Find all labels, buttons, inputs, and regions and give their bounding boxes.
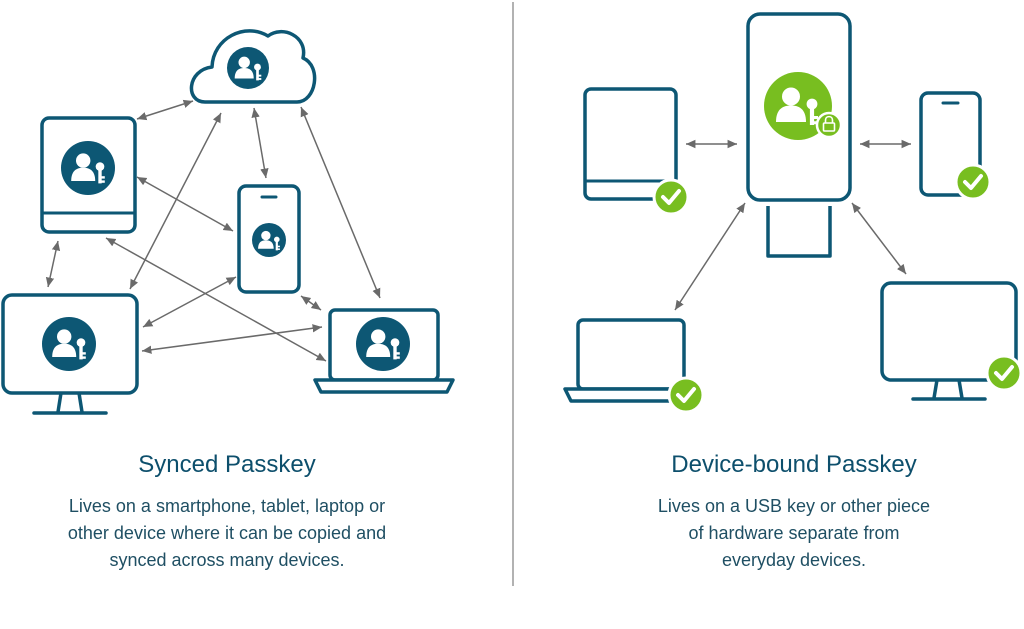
- checkmark-icon: [667, 376, 705, 414]
- description-line: other device where it can be copied and: [67, 523, 387, 543]
- arrow-cloud-phone: [251, 107, 269, 179]
- description-line: Lives on a smartphone, tablet, laptop or: [68, 496, 386, 516]
- synced-passkey-title: Synced Passkey: [138, 451, 316, 478]
- device-bound-passkey-title: Device-bound Passkey: [671, 451, 917, 478]
- synced-arrows: [45, 99, 381, 362]
- arrow-tablet-cloud: [136, 99, 194, 121]
- device-bound-passkey-description: Lives on a USB key or other piece of har…: [574, 493, 1014, 574]
- checkmark-icon: [985, 354, 1023, 392]
- tablet-icon: [40, 116, 137, 234]
- description-line: everyday devices.: [721, 550, 867, 570]
- description-line: of hardware separate from: [688, 523, 900, 543]
- arrow-phone-laptop: [300, 295, 322, 311]
- arrow-cloud-laptop: [300, 106, 381, 299]
- smartphone-icon-device-bound: [919, 91, 992, 201]
- monitor-icon: [1, 293, 139, 415]
- arrow-cloud-monitor: [129, 112, 222, 290]
- checkmark-icon: [954, 163, 992, 201]
- usb-key-icon: [746, 12, 852, 258]
- description-line: Lives on a USB key or other piece: [657, 496, 931, 516]
- arrow-usb-laptop: [674, 202, 746, 311]
- synced-passkey-description: Lives on a smartphone, tablet, laptop or…: [7, 493, 447, 574]
- checkmark-icon: [652, 178, 690, 216]
- tablet-icon-device-bound: [583, 87, 690, 216]
- arrow-phone-monitor: [142, 276, 237, 328]
- monitor-icon-device-bound: [880, 281, 1023, 401]
- arrow-tablet-monitor: [45, 240, 61, 288]
- cloud-icon: [189, 29, 317, 104]
- laptop-icon: [313, 308, 455, 394]
- arrow-tablet-phone: [136, 176, 234, 232]
- lock-icon: [815, 111, 843, 139]
- description-line: synced across many devices.: [109, 550, 345, 570]
- arrow-usb-monitor: [851, 202, 907, 275]
- smartphone-icon: [237, 184, 301, 294]
- arrow-monitor-laptop: [141, 324, 323, 354]
- device-bound-arrows: [674, 139, 911, 311]
- laptop-icon-device-bound: [563, 318, 705, 414]
